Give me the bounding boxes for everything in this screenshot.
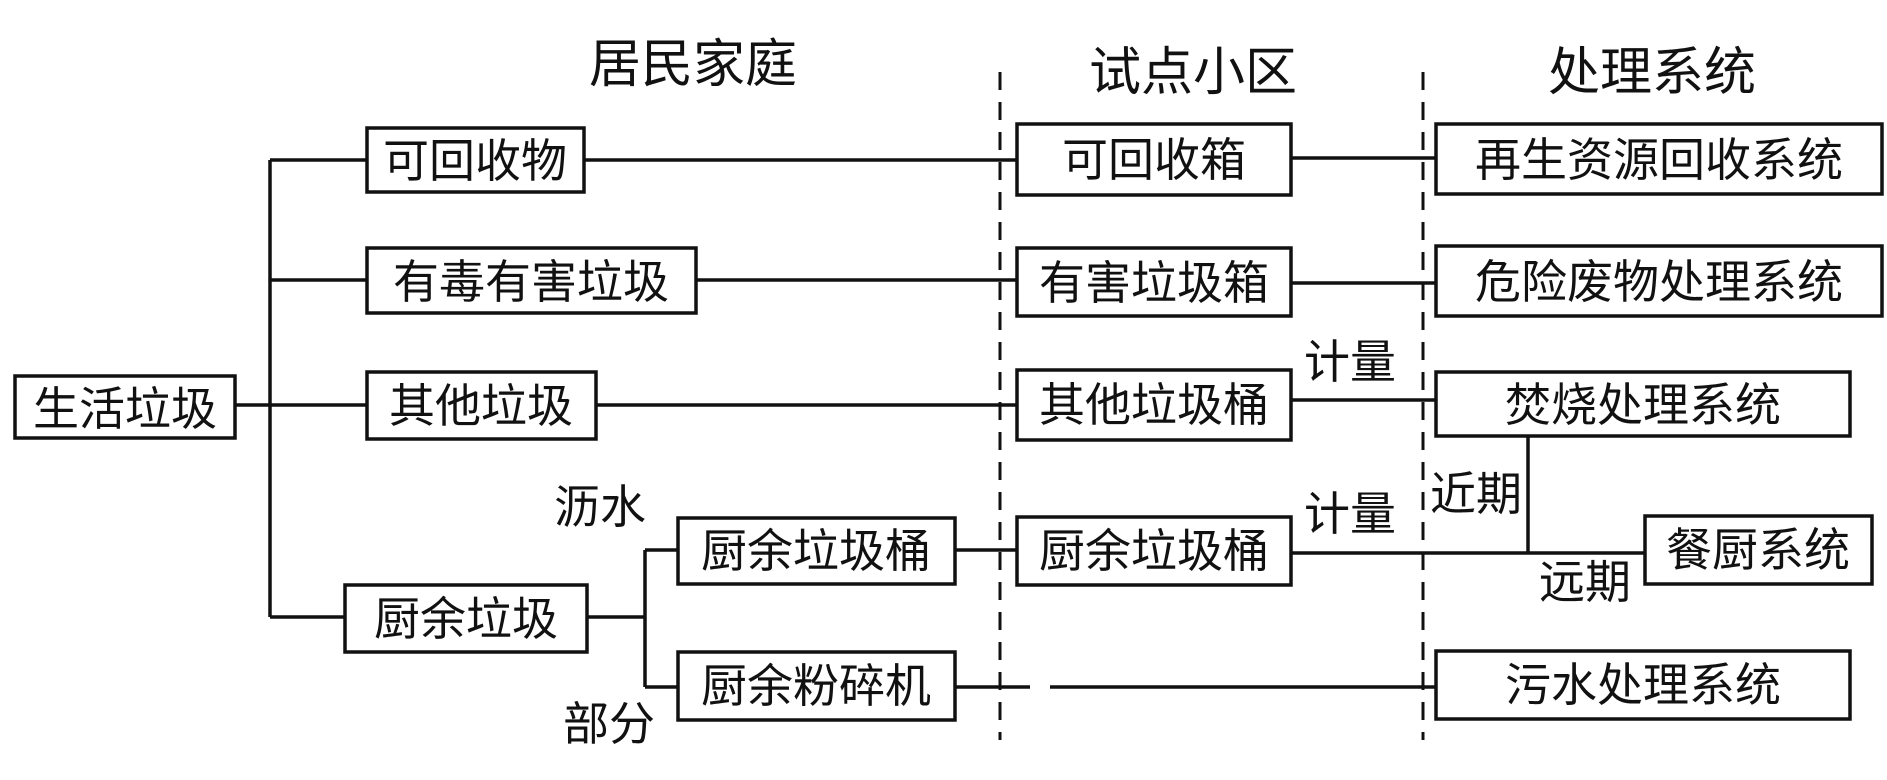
household-recyclable-label: 可回收物 (383, 134, 567, 188)
system-recycling-label: 再生资源回收系统 (1475, 133, 1843, 187)
label-metering-other: 计量 (1304, 335, 1396, 389)
community-other-box (1015, 368, 1293, 442)
system-incineration-label: 焚烧处理系统 (1505, 378, 1781, 432)
label-metering-kitchen: 计量 (1304, 487, 1396, 541)
root-label: 生活垃圾 (33, 382, 217, 436)
label-long-term: 远期 (1539, 555, 1631, 609)
system-hazardous-box (1434, 244, 1884, 318)
household-kitchen-box (343, 583, 589, 654)
system-kitchen-label: 餐厨系统 (1666, 523, 1850, 577)
kitchen-grinder-box (676, 650, 957, 722)
system-sewage-label: 污水处理系统 (1505, 658, 1781, 712)
community-hazardous-label: 有害垃圾箱 (1039, 256, 1269, 310)
system-hazardous-label: 危险废物处理系统 (1475, 255, 1843, 309)
community-kitchen-label: 厨余垃圾桶 (1039, 524, 1269, 578)
connector-lines (235, 156, 1645, 689)
system-incineration-box (1434, 370, 1852, 438)
community-recyclable-box (1015, 122, 1293, 197)
kitchen-bin-label: 厨余垃圾桶 (701, 524, 931, 578)
system-kitchen-box (1643, 514, 1874, 586)
household-recyclable-box (365, 126, 586, 194)
header-system: 处理系统 (1548, 43, 1756, 103)
root-box (13, 374, 237, 440)
label-near-term: 近期 (1430, 467, 1522, 521)
system-recycling-box (1434, 122, 1884, 196)
household-hazardous-box (365, 246, 698, 315)
community-hazardous-box (1015, 246, 1293, 318)
system-sewage-box (1434, 649, 1852, 721)
kitchen-grinder-label: 厨余粉碎机 (701, 659, 931, 713)
label-part: 部分 (563, 697, 655, 751)
header-household: 居民家庭 (589, 35, 797, 95)
community-kitchen-box (1015, 515, 1293, 587)
label-drain: 沥水 (554, 480, 646, 534)
community-recyclable-label: 可回收箱 (1062, 133, 1246, 187)
header-community: 试点小区 (1089, 43, 1297, 103)
household-other-label: 其他垃圾 (389, 379, 573, 433)
household-kitchen-label: 厨余垃圾 (374, 592, 558, 646)
kitchen-bin-box (676, 516, 957, 586)
household-other-box (365, 370, 598, 441)
community-other-label: 其他垃圾桶 (1039, 378, 1269, 432)
household-hazardous-label: 有毒有害垃圾 (393, 255, 669, 309)
